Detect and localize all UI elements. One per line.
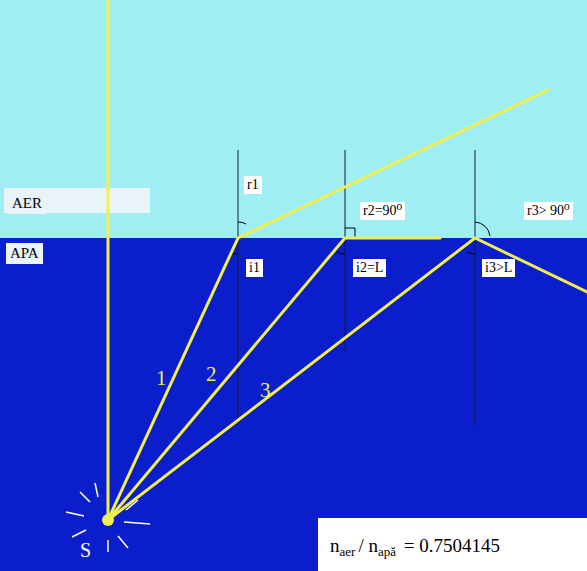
subscript: aer xyxy=(340,544,356,559)
source-label: S xyxy=(80,540,91,560)
source-sparkle xyxy=(66,483,150,552)
ray-number: 2 xyxy=(206,364,217,385)
medium-label: APA xyxy=(6,243,43,264)
air-band xyxy=(4,188,150,213)
equation-part: / n xyxy=(358,535,378,556)
equation-part: = 0.7504145 xyxy=(404,535,500,556)
angle-label: i3>L xyxy=(482,259,515,277)
angle-label: r1 xyxy=(244,176,262,194)
angle-label: i1 xyxy=(246,259,263,277)
air-region xyxy=(0,0,587,238)
equation-part: n xyxy=(330,535,340,556)
medium-label: AER xyxy=(8,193,46,214)
angle-label: i2=L xyxy=(353,259,386,277)
ray-number: 1 xyxy=(156,368,167,389)
light-source xyxy=(102,514,114,526)
light-rays xyxy=(108,0,587,520)
water-region xyxy=(0,238,587,571)
subscript: apă xyxy=(378,544,396,559)
angle-label: r2=90⁰ xyxy=(360,202,405,220)
normal-lines xyxy=(238,150,475,425)
index-ratio: naer/ napă = 0.7504145 xyxy=(330,536,500,558)
ray-number: 3 xyxy=(260,380,271,401)
angle-label: r3> 90⁰ xyxy=(524,202,573,220)
